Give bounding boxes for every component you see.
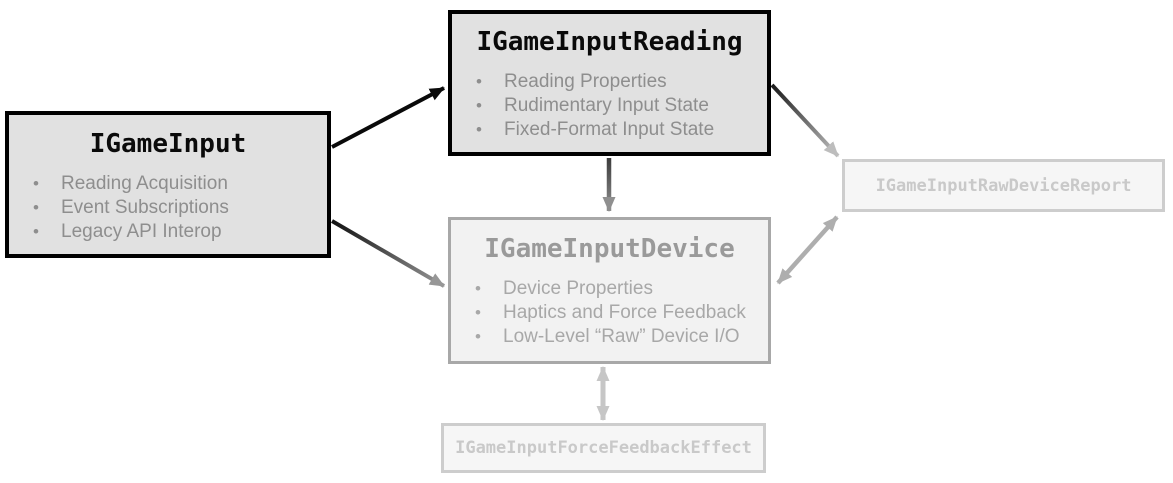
arrow-igameinput-to-reading [331, 86, 445, 149]
node-igameinput-title: IGameInput [89, 129, 247, 159]
bullet-item: Fixed-Format Input State [452, 118, 767, 142]
node-igameinputreading-title: IGameInputReading [476, 27, 743, 57]
arrow-igameinput-to-device [330, 219, 446, 288]
bullet-item: Rudimentary Input State [452, 94, 767, 118]
node-igameinputdevice-bullets: Device Properties Haptics and Force Feed… [451, 277, 768, 349]
node-igameinputrawdevicereport: IGameInputRawDeviceReport [842, 159, 1165, 212]
node-igameinputforcefeedbackeffect-title: IGameInputForceFeedbackEffect [455, 438, 752, 458]
bullet-item: Haptics and Force Feedback [451, 301, 768, 325]
node-igameinput: IGameInput Reading Acquisition Event Sub… [5, 111, 331, 258]
node-igameinputforcefeedbackeffect: IGameInputForceFeedbackEffect [441, 423, 766, 473]
node-igameinputreading: IGameInputReading Reading Properties Rud… [448, 10, 771, 156]
node-igameinputdevice-title: IGameInputDevice [484, 234, 735, 264]
node-igameinputdevice: IGameInputDevice Device Properties Hapti… [448, 217, 771, 364]
bullet-item: Device Properties [451, 277, 768, 301]
node-igameinput-bullets: Reading Acquisition Event Subscriptions … [9, 172, 327, 244]
bullet-item: Legacy API Interop [9, 220, 327, 244]
bullet-item: Low-Level “Raw” Device I/O [451, 325, 768, 349]
bullet-item: Reading Properties [452, 70, 767, 94]
arrow-reading-to-rawdevicereport [770, 83, 840, 158]
bullet-item: Reading Acquisition [9, 172, 327, 196]
node-igameinputrawdevicereport-title: IGameInputRawDeviceReport [875, 175, 1132, 196]
arrow-device-rawdevicereport-bidirectional [776, 215, 839, 285]
node-igameinputreading-bullets: Reading Properties Rudimentary Input Sta… [452, 70, 767, 142]
bullet-item: Event Subscriptions [9, 196, 327, 220]
